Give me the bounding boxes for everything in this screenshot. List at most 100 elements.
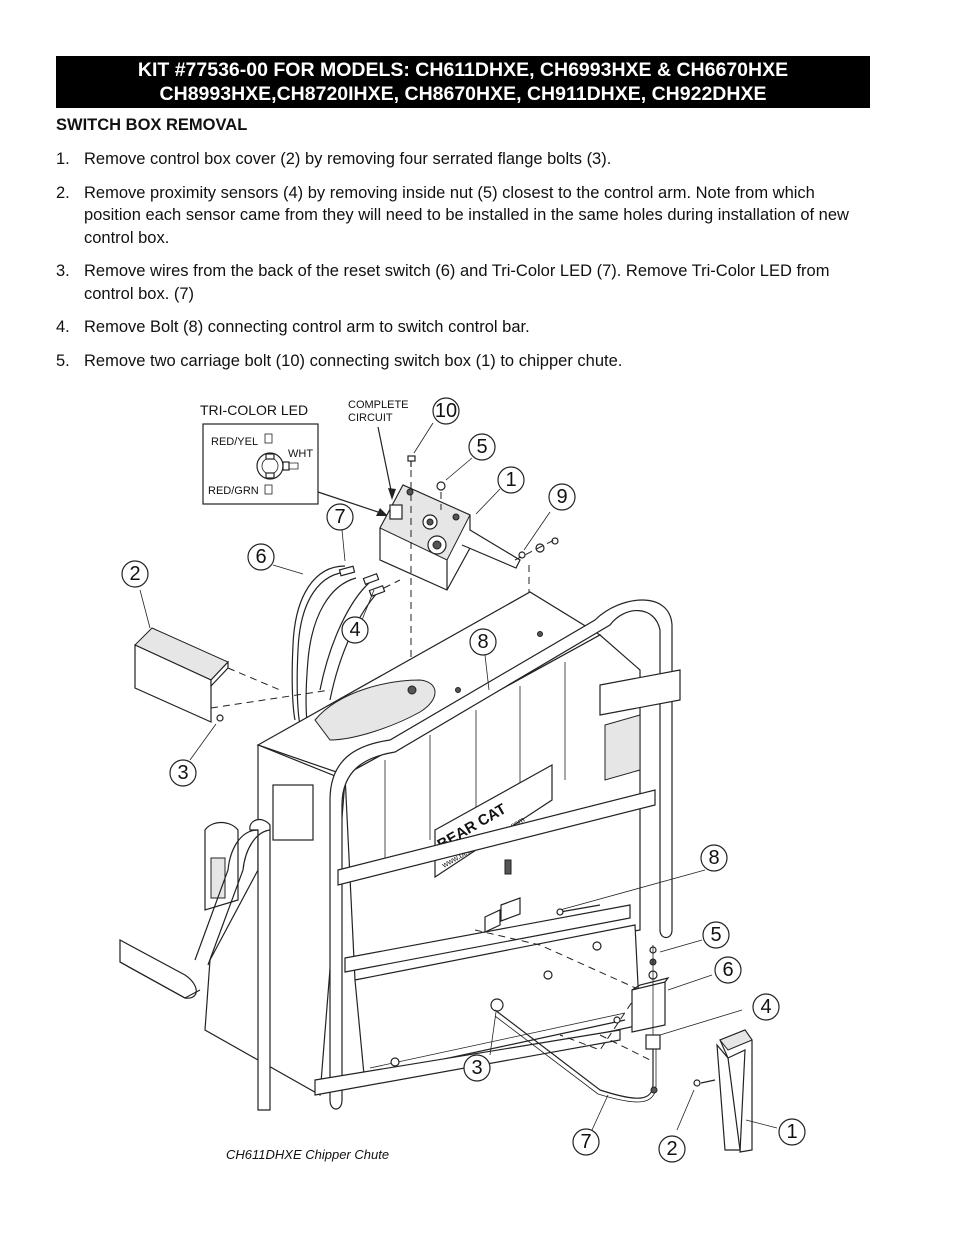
control-box-cover	[134, 627, 331, 723]
wire-connector-icon	[338, 565, 356, 577]
svg-text:8: 8	[708, 847, 719, 869]
step-text: Remove Bolt (8) connecting control arm t…	[84, 318, 530, 336]
step-number: 3.	[56, 262, 70, 280]
callout-5-lower: 5	[702, 921, 730, 949]
led-label-wht: WHT	[288, 448, 313, 460]
lower-cross-bar	[344, 904, 631, 973]
step-item: 2. Remove proximity sensors (4) by removi…	[56, 182, 876, 250]
step-text: Remove proximity sensors (4) by removing…	[84, 183, 849, 247]
step-number: 1.	[56, 150, 70, 168]
svg-text:10: 10	[435, 400, 457, 422]
callout-2-lower: 2	[658, 1135, 686, 1163]
svg-text:1: 1	[505, 469, 516, 491]
step-text: Remove two carriage bolt (10) connecting…	[84, 351, 623, 370]
washer-icon	[535, 543, 545, 553]
led-box-title: TRI-COLOR LED	[200, 402, 308, 418]
svg-text:2: 2	[666, 1138, 677, 1160]
callout-9: 9	[548, 483, 576, 511]
switch-box-mount-tab	[461, 529, 521, 569]
kit-header-line2: CH8993HXE,CH8720IHXE, CH8670HXE, CH911DH…	[159, 83, 767, 105]
svg-text:6: 6	[722, 959, 733, 981]
complete-circuit-arrow-icon	[388, 488, 396, 500]
led-mount-icon	[389, 504, 403, 520]
led-pin-top-icon	[265, 453, 275, 460]
sensor-connector-icon	[362, 573, 380, 585]
upper-cross-bar	[337, 789, 656, 886]
washer-icon	[518, 551, 526, 559]
tri-color-led-detail: TRI-COLOR LED RED/YEL WHT RED/GRN	[200, 402, 319, 505]
handle-bracket	[599, 669, 681, 716]
chute-side-panel	[204, 744, 346, 1096]
callout-3-lower: 3	[463, 1054, 491, 1082]
step-number: 5.	[56, 351, 70, 370]
hinge-bolt-icon	[490, 998, 504, 1012]
step-text: Remove wires from the back of the reset …	[84, 262, 830, 303]
sensor-bracket	[631, 981, 666, 1033]
callout-4-lower: 4	[752, 993, 780, 1021]
step-text: Remove control box cover (2) by removing…	[84, 150, 612, 168]
callout-1-lower: 1	[778, 1118, 806, 1146]
led-detail-leader	[317, 491, 385, 515]
led-detail-frame	[202, 423, 319, 505]
proximity-sensor-icon	[645, 1034, 661, 1050]
svg-text:1: 1	[786, 1121, 797, 1143]
led-label-red-yel: RED/YEL	[211, 436, 258, 448]
sensor-connector-icon	[368, 585, 386, 597]
callout-10: 10	[432, 397, 460, 425]
svg-text:7: 7	[580, 1131, 591, 1153]
lower-sensor-bracket-assembly	[474, 929, 670, 1103]
led-pin-bottom-icon	[265, 472, 275, 479]
step-number: 2.	[56, 183, 70, 202]
control-bar-bolt-icon	[556, 908, 564, 916]
safety-control-bar	[329, 599, 673, 1110]
svg-text:3: 3	[471, 1057, 482, 1079]
kit-header-line1: KIT #77536-00 FOR MODELS: CH611DHXE, CH6…	[137, 59, 789, 81]
complete-circuit-label-line1: COMPLETE	[348, 399, 409, 411]
callout-8-upper: 8	[469, 628, 497, 656]
side-window	[272, 784, 314, 841]
step-item: 4. Remove Bolt (8) connecting control arm…	[56, 316, 876, 339]
infeed-tray	[119, 938, 197, 999]
inside-nut-icon	[436, 481, 446, 491]
callout-6-lower: 6	[714, 956, 742, 984]
removal-steps-list: 1. Remove control box cover (2) by removi…	[56, 148, 876, 383]
callout-6-upper: 6	[247, 543, 275, 571]
switch-box-assembly	[379, 484, 521, 591]
callout-7-upper: 7	[326, 503, 354, 531]
led-lens-icon	[261, 457, 279, 475]
callout-4-upper: 4	[341, 616, 369, 644]
led-pin-right-icon	[282, 461, 290, 471]
svg-text:9: 9	[556, 486, 567, 508]
callout-7-lower: 7	[572, 1128, 600, 1156]
svg-text:8: 8	[477, 631, 488, 653]
callout-1-upper: 1	[497, 466, 525, 494]
callout-3-upper: 3	[169, 759, 197, 787]
svg-text:4: 4	[760, 996, 771, 1018]
svg-text:6: 6	[255, 546, 266, 568]
svg-text:5: 5	[476, 436, 487, 458]
complete-circuit-leader	[377, 426, 393, 496]
step-item: 3. Remove wires from the back of the rese…	[56, 260, 876, 305]
section-title: SWITCH BOX REMOVAL	[56, 116, 248, 134]
svg-text:2: 2	[129, 563, 140, 585]
diagram-caption: CH611DHXE Chipper Chute	[226, 1147, 389, 1162]
wht-terminal-icon	[289, 462, 299, 470]
carriage-bolt-head-icon	[407, 455, 416, 462]
svg-text:3: 3	[177, 762, 188, 784]
step-number: 4.	[56, 318, 70, 336]
callout-2-upper: 2	[121, 560, 149, 588]
svg-text:5: 5	[710, 924, 721, 946]
led-detail-arrow-icon	[376, 508, 388, 516]
red-grn-terminal-icon	[264, 484, 273, 495]
bracket-bolt-icon	[693, 1079, 701, 1087]
complete-circuit-label-line2: CIRCUIT	[348, 412, 393, 424]
svg-text:4: 4	[349, 619, 360, 641]
step-item: 5. Remove two carriage bolt (10) connecti…	[56, 350, 876, 373]
step-item: 1. Remove control box cover (2) by removi…	[56, 148, 876, 171]
led-label-red-grn: RED/GRN	[208, 485, 259, 497]
kit-header-banner: KIT #77536-00 FOR MODELS: CH611DHXE, CH6…	[56, 56, 870, 108]
svg-text:7: 7	[334, 506, 345, 528]
flange-bolt-icon	[216, 714, 224, 722]
lower-switch-box-bracket	[716, 1029, 753, 1153]
